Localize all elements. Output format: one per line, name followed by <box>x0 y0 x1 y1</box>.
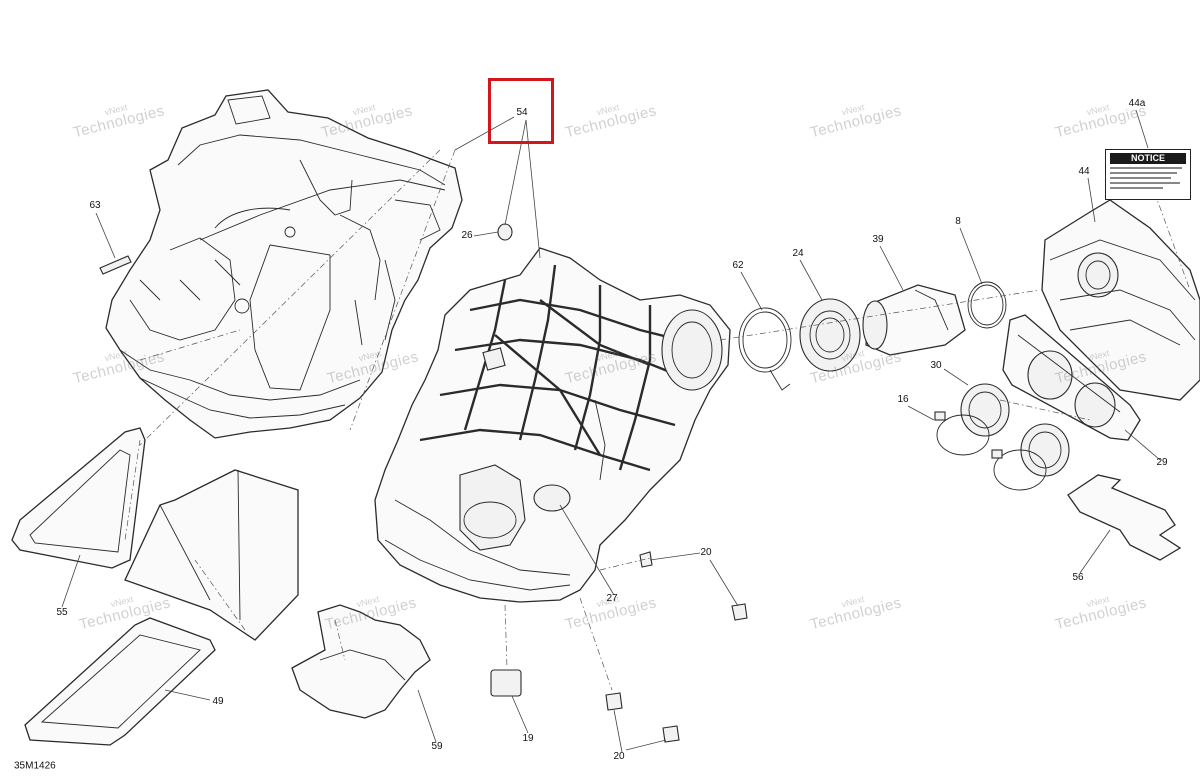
callout-49[interactable]: 49 <box>212 696 224 707</box>
leader-lines <box>61 109 1161 753</box>
silencer-housing-part <box>1041 199 1200 401</box>
decal-part <box>99 255 132 275</box>
gasket-part <box>24 617 216 746</box>
callout-24[interactable]: 24 <box>792 248 804 259</box>
assembly-lines <box>124 149 1191 691</box>
notice-label-text-lines <box>1110 167 1186 189</box>
diagram-reference-code: 35M1426 <box>14 760 56 772</box>
callout-44[interactable]: 44 <box>1078 166 1090 177</box>
callout-63[interactable]: 63 <box>89 200 101 211</box>
callout-27[interactable]: 27 <box>606 593 618 604</box>
callout-20-upper[interactable]: 20 <box>700 547 712 558</box>
intake-tube-parts <box>738 281 1007 391</box>
adapter-parts <box>934 383 1070 491</box>
callout-29[interactable]: 29 <box>1156 457 1168 468</box>
callout-26[interactable]: 26 <box>461 230 473 241</box>
callout-8[interactable]: 8 <box>955 216 961 227</box>
callout-16[interactable]: 16 <box>897 394 909 405</box>
callout-55[interactable]: 55 <box>56 607 68 618</box>
duct-part <box>124 469 299 641</box>
frame-part <box>11 427 146 569</box>
highlight-box <box>488 78 554 144</box>
callout-19[interactable]: 19 <box>522 733 534 744</box>
callout-59[interactable]: 59 <box>431 741 443 752</box>
grommet-part <box>497 223 513 241</box>
notice-label-part: NOTICE <box>1105 149 1191 200</box>
callout-62[interactable]: 62 <box>732 260 744 271</box>
callout-44a[interactable]: 44a <box>1128 98 1146 109</box>
callout-54[interactable]: 54 <box>516 107 528 118</box>
callout-30[interactable]: 30 <box>930 360 942 371</box>
silencer-cover-part <box>1002 314 1141 441</box>
callout-20-lower[interactable]: 20 <box>613 751 625 762</box>
notice-label-title: NOTICE <box>1110 153 1186 164</box>
upper-airbox-part <box>105 89 463 439</box>
main-airbox-part <box>374 247 731 603</box>
clip-parts <box>490 551 748 743</box>
shield-part <box>291 604 431 719</box>
callout-39[interactable]: 39 <box>872 234 884 245</box>
callout-56[interactable]: 56 <box>1072 572 1084 583</box>
plate-part <box>1067 474 1182 561</box>
